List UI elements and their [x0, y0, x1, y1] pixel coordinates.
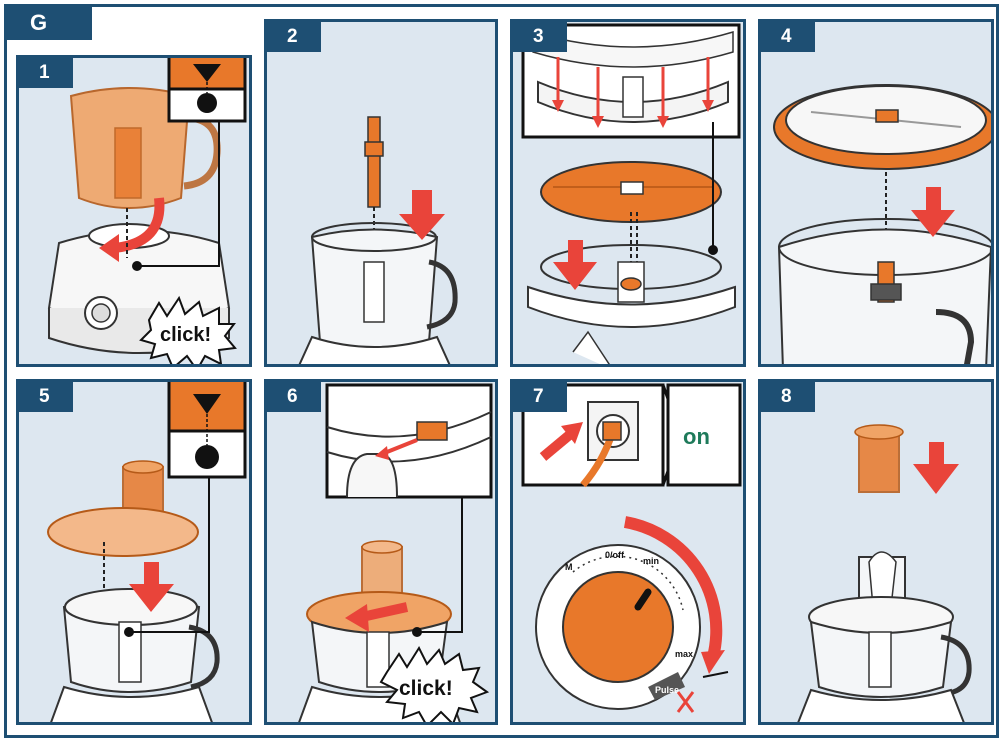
step-1-illustration: click!	[47, 58, 247, 364]
step-4-panel: 4	[758, 19, 994, 367]
step-6-number: 6	[267, 382, 321, 412]
section-tab: G	[4, 4, 92, 40]
step-6-illustration: click!	[298, 383, 493, 722]
step-4-illustration	[773, 84, 991, 364]
step-3-panel: 3	[510, 19, 746, 367]
step-5-panel: 5	[16, 379, 252, 725]
step-2-panel: 2	[264, 19, 498, 367]
step-8-panel: 8	[758, 379, 994, 725]
step-1-number: 1	[19, 58, 73, 88]
section-label: G	[30, 10, 48, 35]
step-1-click-label: click!	[160, 324, 211, 346]
dial-pulse-label: Pulse	[655, 685, 679, 695]
dial-min-label: min	[643, 556, 659, 566]
step-5-number: 5	[19, 382, 73, 412]
step-1-panel: 1 click!	[16, 55, 252, 367]
step-7-on-label: on	[683, 424, 710, 449]
step-3-number: 3	[513, 22, 567, 52]
step-6-click-label: click!	[399, 677, 453, 700]
dial-max-label: max	[675, 649, 693, 659]
step-4-number: 4	[761, 22, 815, 52]
step-2-illustration	[298, 116, 458, 364]
step-2-number: 2	[267, 22, 321, 52]
step-6-panel: 6 click!	[264, 379, 498, 725]
dial-off-label: 0/off	[605, 550, 625, 560]
dial-m-label: M	[565, 562, 573, 572]
step-7-illustration: on M 0/off min max Pulse	[521, 383, 742, 713]
step-3-illustration	[521, 23, 741, 364]
step-8-illustration	[797, 424, 972, 722]
step-5-illustration	[47, 382, 247, 722]
step-7-panel: 7 on M 0/off min max Pulse	[510, 379, 746, 725]
step-7-number: 7	[513, 382, 567, 412]
step-8-number: 8	[761, 382, 815, 412]
